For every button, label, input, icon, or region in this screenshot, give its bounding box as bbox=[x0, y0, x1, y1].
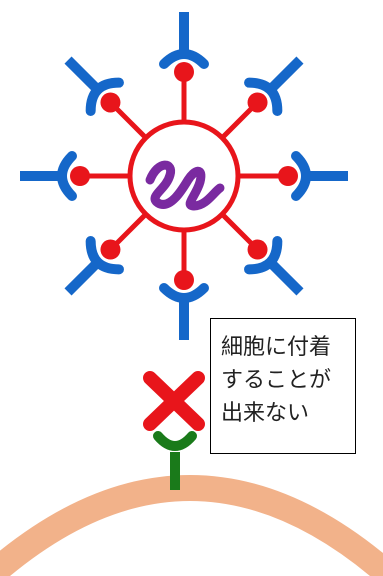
antibody-stem-icon bbox=[265, 257, 304, 296]
virus-icon bbox=[20, 12, 348, 340]
rna-genome-icon bbox=[145, 160, 225, 211]
antibody-stem-icon bbox=[64, 257, 103, 296]
spike-tip-icon bbox=[174, 270, 194, 290]
virus-envelope-icon bbox=[127, 119, 241, 233]
receptor-icon bbox=[153, 431, 197, 490]
spike-icon bbox=[111, 103, 148, 140]
antibody-stem-icon bbox=[265, 56, 304, 95]
antibody-stem-icon bbox=[64, 56, 103, 95]
spike-tip-icon bbox=[247, 92, 268, 113]
spike-icon bbox=[111, 212, 148, 249]
spike-tip-icon bbox=[100, 239, 121, 260]
callout-line-2: することが bbox=[221, 368, 332, 393]
spike-tip-icon bbox=[100, 92, 121, 113]
callout-line-1: 細胞に付着 bbox=[221, 335, 332, 360]
spike-tip-icon bbox=[174, 62, 194, 82]
cell-membrane-icon bbox=[0, 475, 383, 576]
spike-tip-icon bbox=[278, 166, 298, 186]
spike-icon bbox=[220, 212, 257, 249]
callout-box: 細胞に付着 することが 出来ない bbox=[210, 318, 356, 454]
x-mark-icon bbox=[143, 371, 205, 431]
spike-tip-icon bbox=[247, 239, 268, 260]
callout-line-3: 出来ない bbox=[221, 401, 310, 426]
spike-tip-icon bbox=[70, 166, 90, 186]
spike-icon bbox=[220, 103, 257, 140]
